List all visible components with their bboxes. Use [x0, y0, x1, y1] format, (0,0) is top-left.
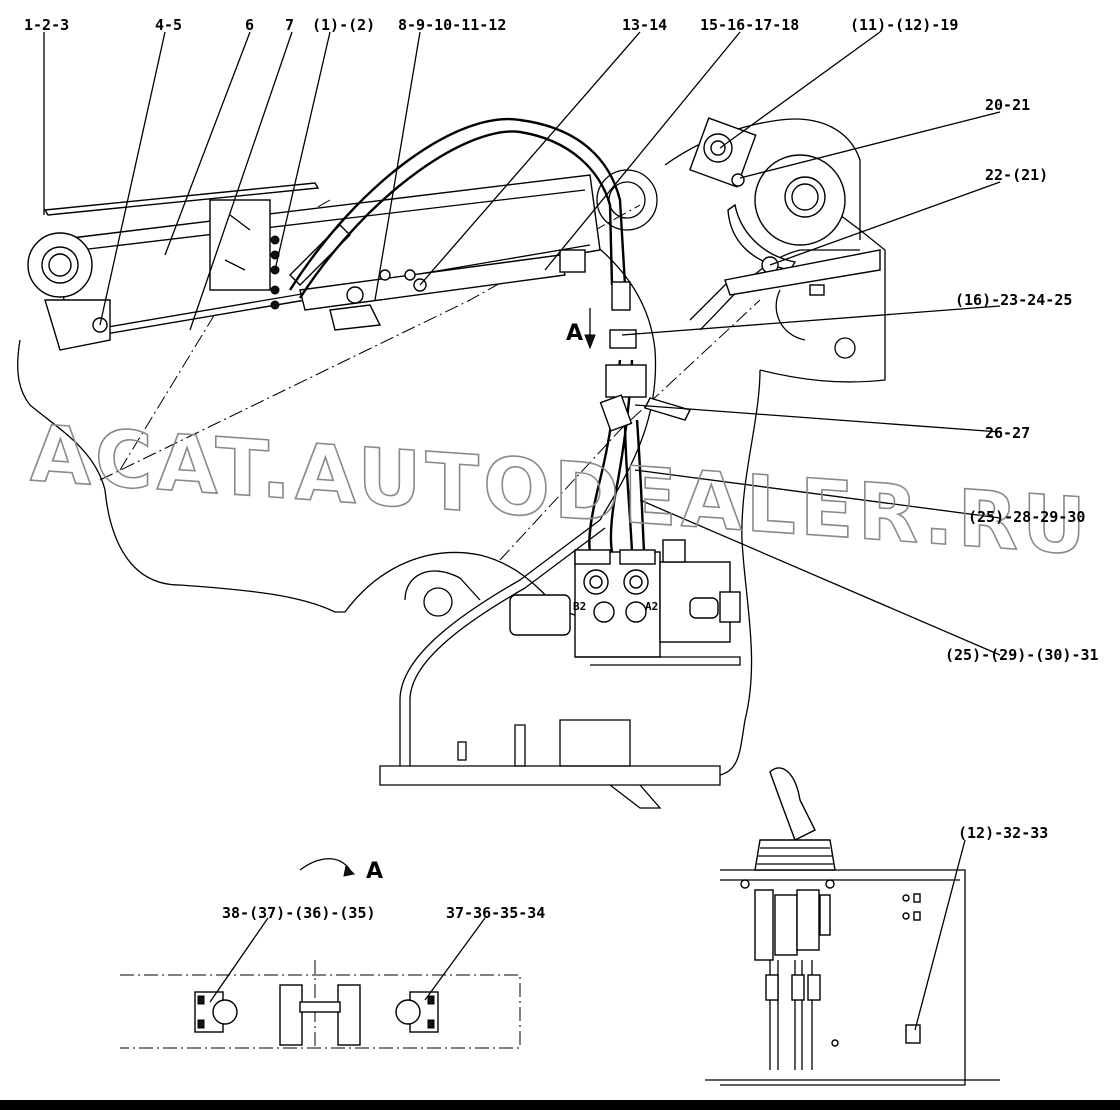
machine-frame [17, 118, 886, 809]
port-a2-label: A2 [645, 600, 658, 613]
pilot-pedal-assembly [689, 117, 881, 296]
callout-1-2-3: 1-2-3 [24, 16, 69, 34]
hydraulic-hoses [288, 117, 691, 553]
callout-4-5: 4-5 [155, 16, 182, 34]
callout-15-18: 15-16-17-18 [700, 16, 799, 34]
callout-22-21: 22-(21) [985, 166, 1048, 184]
joystick-detail [705, 767, 1000, 1086]
bottom-border [0, 1100, 1120, 1110]
view-arrow-label: A [566, 321, 583, 346]
callout-37-36-35-34: 37-36-35-34 [446, 904, 545, 922]
callout-12-32-33: (12)-32-33 [958, 824, 1048, 842]
view-a-title: A [366, 859, 383, 884]
callout-7: 7 [285, 16, 294, 34]
view-a-detail [194, 858, 439, 1046]
callout-8-12: 8-9-10-11-12 [398, 16, 506, 34]
callout-25-29-30-31: (25)-(29)-(30)-31 [945, 646, 1099, 664]
watermark: ACAT.AUTODEALER.RU [30, 409, 1090, 573]
callout-38-37-36-35: 38-(37)-(36)-(35) [222, 904, 376, 922]
callout-16-23-24-25: (16)-23-24-25 [955, 291, 1072, 309]
leader-lines [43, 31, 1001, 1031]
port-b2-label: B2 [573, 600, 586, 613]
callout-1-2: (1)-(2) [312, 16, 375, 34]
callout-20-21: 20-21 [985, 96, 1030, 114]
callout-25-28-29-30: (25)-28-29-30 [968, 508, 1085, 526]
callout-13-14: 13-14 [622, 16, 667, 34]
callout-11-12-19: (11)-(12)-19 [850, 16, 958, 34]
view-arrow-a: A A [366, 308, 596, 884]
callout-labels: 1-2-3 4-5 6 7 (1)-(2) 8-9-10-11-12 13-14… [24, 16, 1099, 922]
boom-cylinder [27, 174, 601, 351]
callout-26-27: 26-27 [985, 424, 1030, 442]
callout-6: 6 [245, 16, 254, 34]
control-valve: B2 A2 [509, 539, 741, 666]
